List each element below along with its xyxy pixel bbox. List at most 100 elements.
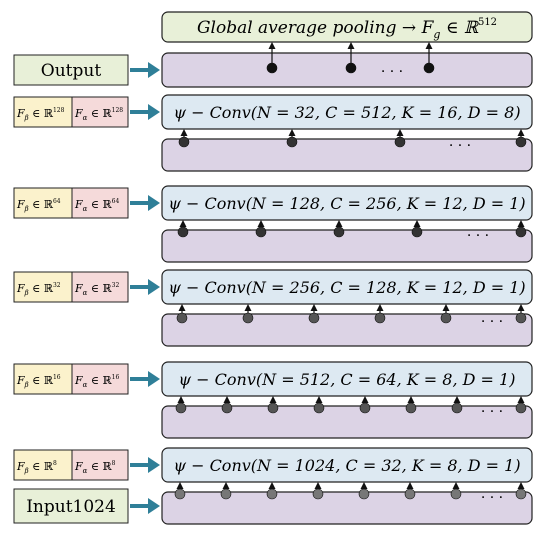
alpha-feature-box	[71, 187, 129, 219]
beta-feature-box	[13, 271, 73, 303]
layer-1: Fβ ∈ ℝ128 Fα ∈ ℝ128 ψ − Conv(N = 32, C = 5…	[13, 94, 533, 172]
feature-node	[220, 488, 232, 500]
feature-node	[312, 488, 324, 500]
flow-arrow-head	[148, 104, 160, 120]
feature-node	[176, 312, 188, 324]
connection-arrowhead	[453, 396, 461, 403]
feature-node	[308, 312, 320, 324]
connection-arrowhead	[517, 129, 525, 136]
feature-node	[267, 402, 279, 414]
feature-node	[345, 62, 357, 74]
feature-node	[411, 226, 423, 238]
connection-arrowhead	[396, 129, 404, 136]
beta-feature-box	[13, 449, 73, 481]
feature-node	[177, 226, 189, 238]
ellipsis: . . .	[449, 134, 471, 150]
feature-band	[161, 138, 533, 172]
feature-node	[174, 488, 186, 500]
connection-arrowhead	[452, 482, 460, 489]
feature-band	[161, 313, 533, 347]
connection-arrowhead	[244, 304, 252, 311]
beta-feature-label: Fβ ∈ ℝ32	[16, 282, 61, 297]
connection-arrowhead	[425, 42, 433, 49]
connection-arrowhead	[361, 396, 369, 403]
alpha-feature-label: Fα ∈ ℝ32	[74, 282, 119, 297]
output-label-box	[13, 54, 129, 86]
connection-arrowhead	[517, 220, 525, 227]
connection-arrowhead	[257, 220, 265, 227]
feature-node	[175, 402, 187, 414]
feature-node	[333, 226, 345, 238]
feature-node	[358, 488, 370, 500]
connection-arrowhead	[269, 396, 277, 403]
feature-node	[404, 488, 416, 500]
feature-band	[161, 229, 533, 263]
flow-arrow-head	[148, 195, 160, 211]
feature-node	[515, 402, 527, 414]
feature-node	[359, 402, 371, 414]
feature-band	[161, 491, 533, 525]
feature-node	[405, 402, 417, 414]
feature-node	[394, 136, 406, 148]
connection-arrowhead	[310, 304, 318, 311]
conv-text: ψ − Conv(N = 32, C = 512, K = 16, D = 8)	[173, 103, 520, 122]
ellipsis: . . .	[481, 400, 503, 416]
feature-node	[178, 136, 190, 148]
connection-arrowhead	[180, 129, 188, 136]
beta-feature-label: Fβ ∈ ℝ128	[16, 107, 65, 122]
flow-arrow-head	[148, 279, 160, 295]
feature-node	[515, 226, 527, 238]
conv-box	[161, 269, 533, 305]
alpha-feature-label: Fα ∈ ℝ8	[74, 460, 116, 475]
conv-text: ψ − Conv(N = 512, C = 64, K = 8, D = 1)	[179, 370, 516, 389]
conv-box	[161, 447, 533, 483]
connection-arrowhead	[413, 220, 421, 227]
alpha-feature-box	[71, 96, 129, 128]
alpha-feature-box	[71, 449, 129, 481]
feature-node	[515, 136, 527, 148]
connection-arrowhead	[407, 396, 415, 403]
connection-arrowhead	[335, 220, 343, 227]
beta-feature-box	[13, 187, 73, 219]
feature-node	[423, 62, 435, 74]
output-label: Output	[41, 61, 102, 81]
connection-arrowhead	[176, 482, 184, 489]
connection-arrowhead	[517, 304, 525, 311]
connection-arrowhead	[406, 482, 414, 489]
flow-arrow-head	[148, 62, 160, 78]
connection-arrowhead	[179, 220, 187, 227]
connection-arrowhead	[517, 396, 525, 403]
connection-arrowhead	[360, 482, 368, 489]
input-label: Input1024	[26, 497, 116, 517]
connection-arrowhead	[347, 42, 355, 49]
alpha-feature-label: Fα ∈ ℝ128	[74, 107, 123, 122]
alpha-feature-box	[71, 363, 129, 395]
feature-node	[266, 62, 278, 74]
conv-box	[161, 185, 533, 221]
feature-node	[286, 136, 298, 148]
output-connections: . . .	[130, 42, 435, 78]
feature-node	[450, 488, 462, 500]
beta-feature-label: Fβ ∈ ℝ64	[16, 198, 61, 213]
flow-arrow-head	[148, 498, 160, 514]
ellipsis: . . .	[481, 486, 503, 502]
feature-node	[266, 488, 278, 500]
flow-arrow-head	[148, 371, 160, 387]
ellipsis: . . .	[481, 310, 503, 326]
feature-band	[161, 405, 533, 439]
feature-node	[374, 312, 386, 324]
alpha-feature-box	[71, 271, 129, 303]
feature-node	[221, 402, 233, 414]
connection-arrowhead	[177, 396, 185, 403]
connection-arrowhead	[517, 482, 525, 489]
alpha-feature-label: Fα ∈ ℝ16	[74, 374, 119, 389]
feature-node	[440, 312, 452, 324]
pooling-text: Global average pooling → Fg ∈ ℝ512	[197, 17, 497, 41]
beta-feature-label: Fβ ∈ ℝ8	[16, 460, 57, 475]
conv-text: ψ − Conv(N = 1024, C = 32, K = 8, D = 1)	[173, 456, 520, 475]
feature-node	[255, 226, 267, 238]
alpha-feature-label: Fα ∈ ℝ64	[74, 198, 119, 213]
